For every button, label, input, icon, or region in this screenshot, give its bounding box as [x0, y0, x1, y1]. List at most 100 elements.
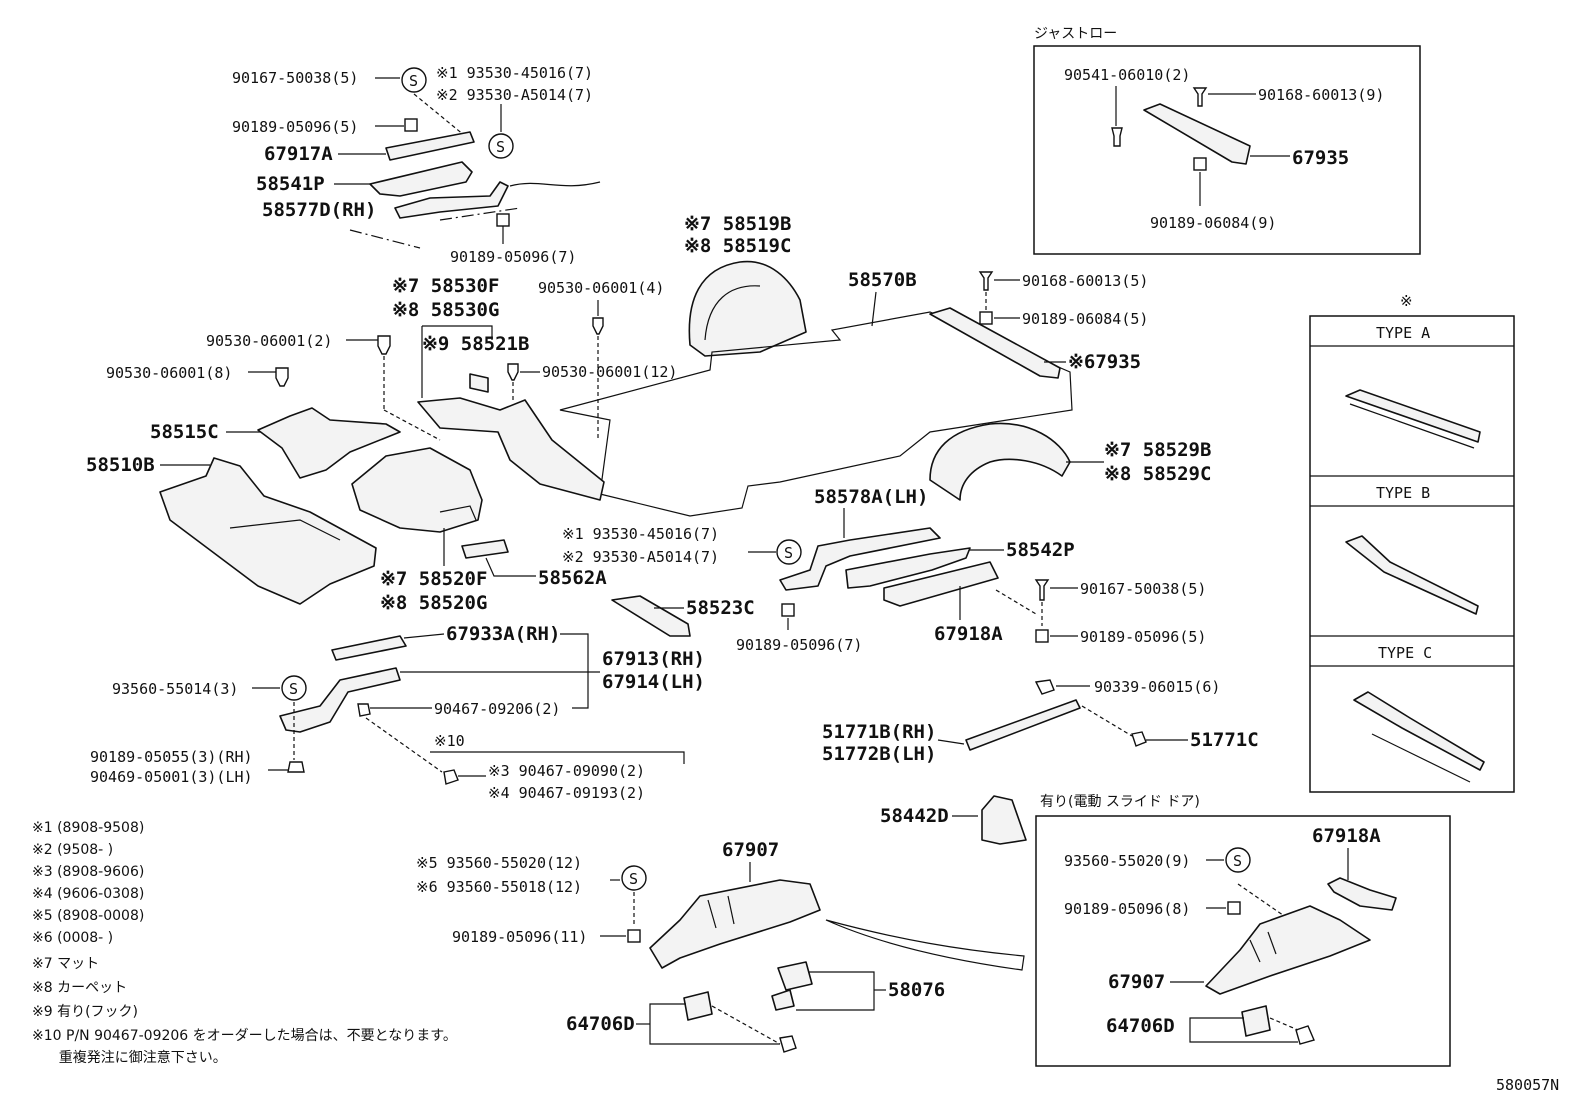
- part-58530-mat: [417, 397, 605, 501]
- part-58510B: [159, 457, 377, 605]
- group-rear-step: S 90167-50038(5) ※1 93530-45016(7) ※2 93…: [232, 64, 601, 266]
- label-58562A: 58562A: [538, 567, 607, 589]
- outline: [1349, 403, 1475, 449]
- part-58529-wheelhouse: [929, 422, 1071, 501]
- screw-icon: [1192, 87, 1208, 107]
- label-90189-05096-e: 90189-05096(11): [452, 928, 587, 946]
- flow-arrow: [825, 919, 1025, 971]
- s-marker-2: [488, 133, 514, 159]
- group-rear-sill: 90168-60013(5) 90189-06084(5) ※67935 ※7 …: [822, 271, 1259, 765]
- label-67907-sd: 67907: [1108, 971, 1165, 993]
- label-93560-55020-sd: 93560-55020(9): [1064, 852, 1190, 870]
- label-93560-55018: ※6 93560-55018(12): [416, 878, 582, 896]
- leader: [871, 291, 877, 327]
- part-67918A-sd: [1327, 877, 1397, 911]
- clip-icon: [592, 317, 604, 335]
- footnote-1: ※1 (8908-9508): [32, 820, 144, 836]
- footnote-7: ※7 マット: [32, 956, 99, 972]
- label-90530-06001-c: 90530-06001(8): [106, 364, 232, 382]
- part-67907-sd: [1205, 905, 1371, 995]
- label-58542P: 58542P: [1006, 539, 1075, 561]
- group-step-brackets: 67933A(RH) 67913(RH) 67914(LH) 93560-550…: [90, 623, 705, 802]
- s-marker-4: [281, 675, 307, 701]
- label-90189-06084-j: 90189-06084(9): [1150, 214, 1276, 232]
- outline: [707, 895, 735, 929]
- nut-icon: [496, 213, 510, 227]
- label-note10: ※10: [434, 732, 465, 750]
- bolt-icon: [443, 769, 459, 785]
- box-types: ※ TYPE A TYPE B TYPE C: [1309, 292, 1515, 793]
- label-90189-05055: 90189-05055(3)(RH): [90, 748, 253, 766]
- label-51771C: 51771C: [1190, 729, 1259, 751]
- label-58523C: 58523C: [686, 597, 755, 619]
- nut-icon: [979, 311, 993, 325]
- part-67907: [649, 879, 821, 969]
- type-b-title: TYPE B: [1376, 484, 1430, 502]
- part-58570B-floor: [559, 311, 1073, 517]
- group-front-mats: 58515C 58510B ※7 58520F ※8 58520G 58562A: [86, 407, 607, 614]
- outline: [704, 285, 761, 341]
- label-90530-06001-a: 90530-06001(4): [538, 279, 664, 297]
- footnote-3: ※3 (8908-9606): [32, 864, 144, 880]
- part-67935-sill: [929, 307, 1061, 379]
- screw-icon: [978, 271, 994, 291]
- footnote-10-cont: 重複発注に御注意下さい。: [32, 1049, 227, 1066]
- footnote-10: ※10 P/N 90467-09206 をオーダーした場合は、不要となります。: [32, 1028, 457, 1044]
- label-90467-09206: 90467-09206(2): [434, 700, 560, 718]
- leader: [937, 739, 965, 745]
- dashed-guide: [711, 1005, 781, 1045]
- label-90167-50038-a: 90167-50038(5): [232, 69, 358, 87]
- label-58541P: 58541P: [256, 173, 325, 195]
- label-58521B: ※9 58521B: [422, 333, 529, 355]
- clip-icon: [275, 367, 289, 387]
- label-58442D: 58442D: [880, 805, 949, 827]
- label-90339-06015: 90339-06015(6): [1094, 678, 1220, 696]
- leader: [649, 1003, 780, 1045]
- part-58515C: [257, 407, 401, 479]
- footnotes: ※1 (8908-9508) ※2 (9508- ) ※3 (8908-9606…: [32, 820, 457, 1066]
- label-67914: 67914(LH): [602, 671, 705, 693]
- s-marker-4-text: S: [289, 680, 298, 698]
- type-a-title: TYPE A: [1376, 324, 1430, 342]
- footnote-5: ※5 (8908-0008): [32, 908, 144, 924]
- label-58519C: ※8 58519C: [684, 235, 791, 257]
- s-marker-6: [1225, 847, 1251, 873]
- cap-icon: [1131, 731, 1147, 747]
- s-marker-1: [401, 67, 427, 93]
- footnote-2: ※2 (9508- ): [32, 842, 113, 858]
- justlow-title: ジャストロー: [1034, 26, 1117, 42]
- part-58541P: [369, 161, 473, 197]
- label-90189-05096-d: 90189-05096(5): [1080, 628, 1206, 646]
- label-90189-05096-c: 90189-05096(7): [736, 636, 862, 654]
- label-90467-09193: ※4 90467-09193(2): [488, 784, 645, 802]
- label-58520G: ※8 58520G: [380, 592, 487, 614]
- label-note1-a: ※1 93530-45016(7): [436, 64, 593, 82]
- label-67917A: 67917A: [264, 143, 333, 165]
- s-marker-2-text: S: [496, 138, 505, 156]
- part-58520F-tunnel-mat: [351, 447, 483, 533]
- label-67918A-sd: 67918A: [1312, 825, 1381, 847]
- nut-icon: [781, 603, 795, 617]
- type-c-illustration: [1353, 691, 1485, 771]
- outline: [1371, 733, 1471, 783]
- dashed-guide: [995, 589, 1037, 615]
- s-marker-5: [621, 865, 647, 891]
- label-93560-55020: ※5 93560-55020(12): [416, 854, 582, 872]
- dashed-guide: [1269, 1017, 1299, 1031]
- leader: [1189, 1017, 1298, 1043]
- clip-icon: [377, 335, 391, 355]
- label-90469-05001: 90469-05001(3)(LH): [90, 768, 253, 786]
- type-a-illustration: [1345, 389, 1481, 443]
- bolt-icon: [357, 703, 371, 717]
- label-58519B: ※7 58519B: [684, 213, 791, 235]
- part-67917A: [385, 131, 475, 161]
- label-67913: 67913(RH): [602, 648, 705, 670]
- label-note2-b: ※2 93530-A5014(7): [562, 548, 719, 566]
- label-67918A: 67918A: [934, 623, 1003, 645]
- label-90168-60013-a: 90168-60013(5): [1022, 272, 1148, 290]
- bracket-line: [430, 751, 685, 764]
- outline: [509, 181, 601, 187]
- screw-icon: [1034, 579, 1050, 601]
- label-90168-60013-j: 90168-60013(9): [1258, 86, 1384, 104]
